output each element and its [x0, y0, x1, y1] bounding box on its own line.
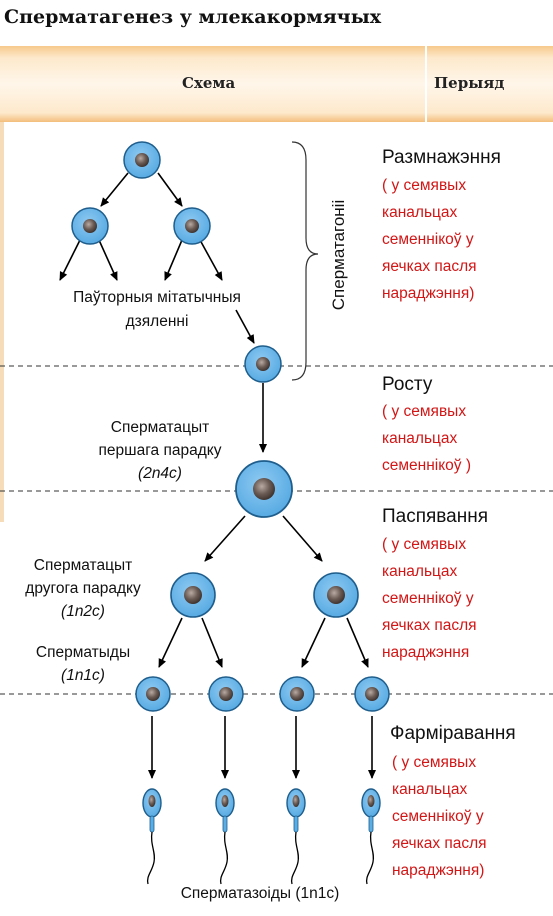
arrow: [204, 515, 246, 562]
arrow: [301, 617, 326, 668]
cell-spermatid: [354, 676, 390, 712]
arrow: [98, 239, 118, 281]
label-spermatids-formula: (1n1c): [61, 667, 105, 684]
cell-secondary-spermatocyte-left: [170, 572, 216, 618]
label-secondary-spermatocyte-formula: (1n2c): [61, 603, 105, 620]
arrows: [59, 172, 376, 779]
stage-note-maturation: ( у семявых канальцах семеннікоў у яечка…: [382, 536, 477, 661]
cell-spermatid: [135, 676, 171, 712]
stage-name-reproduction: Размнажэння: [382, 147, 501, 168]
stage-note-reproduction: ( у семявых канальцах семеннікоў у яечка…: [382, 177, 477, 302]
column-header-period: Перыяд: [434, 74, 505, 92]
left-border-strip: [0, 122, 4, 522]
arrow: [346, 617, 369, 668]
stage-note-formation: ( у семявых канальцах семеннікоў у яечка…: [392, 754, 487, 879]
cell-spermatogonium-final: [244, 345, 282, 383]
cell-spermatogonium-top: [123, 141, 161, 179]
page-title: Сперматагенез у млекакормячых: [4, 6, 382, 28]
arrow: [100, 172, 129, 207]
cell-primary-spermatocyte: [235, 460, 293, 518]
spermatozoon: [215, 788, 235, 885]
arrow: [201, 617, 223, 668]
header-divider: [425, 46, 427, 122]
arrow: [235, 309, 255, 344]
spermatogonia-brace: [291, 141, 319, 381]
cell-spermatid: [279, 676, 315, 712]
column-header-scheme: Схема: [182, 74, 236, 92]
table-header: [0, 46, 553, 122]
stage-name-formation: Фарміравання: [390, 723, 516, 744]
label-secondary-spermatocyte-line1: Сперматацыт: [33, 557, 133, 574]
cell-spermatogonium-right: [173, 207, 211, 245]
arrow: [282, 515, 323, 562]
arrow: [59, 239, 81, 281]
label-mitotic-division-line1: Паўторныя мітатычныя: [73, 289, 241, 306]
stage-name-maturation: Паспявання: [382, 506, 489, 527]
label-primary-spermatocyte-line1: Сперматацыт: [110, 419, 210, 436]
spermatogonia-label: Сперматагоніі: [329, 200, 348, 310]
cell-spermatogonium-left: [71, 207, 109, 245]
label-mitotic-division-line2: дзяленні: [125, 313, 189, 330]
diagram-body: [0, 122, 553, 916]
spermatozoon: [286, 788, 306, 885]
label-spermatozoa: Сперматазоіды (1n1c): [180, 885, 340, 902]
spermatozoon: [142, 788, 162, 885]
cell-secondary-spermatocyte-right: [313, 572, 359, 618]
stage-note-growth: ( у семявых канальцах семеннікоў ): [382, 403, 472, 474]
arrow: [158, 617, 183, 668]
arrow: [199, 239, 223, 281]
arrow: [164, 239, 183, 281]
label-secondary-spermatocyte-line2: другога парадку: [25, 580, 141, 597]
label-primary-spermatocyte-line2: першага парадку: [98, 442, 222, 459]
spermatozoon: [361, 788, 381, 885]
arrow: [157, 172, 183, 207]
label-spermatids: Сперматыды: [35, 644, 131, 661]
stage-name-growth: Росту: [382, 374, 433, 395]
label-primary-spermatocyte-formula: (2n4c): [138, 465, 182, 482]
period-separators: [0, 365, 553, 695]
cell-spermatid: [208, 676, 244, 712]
